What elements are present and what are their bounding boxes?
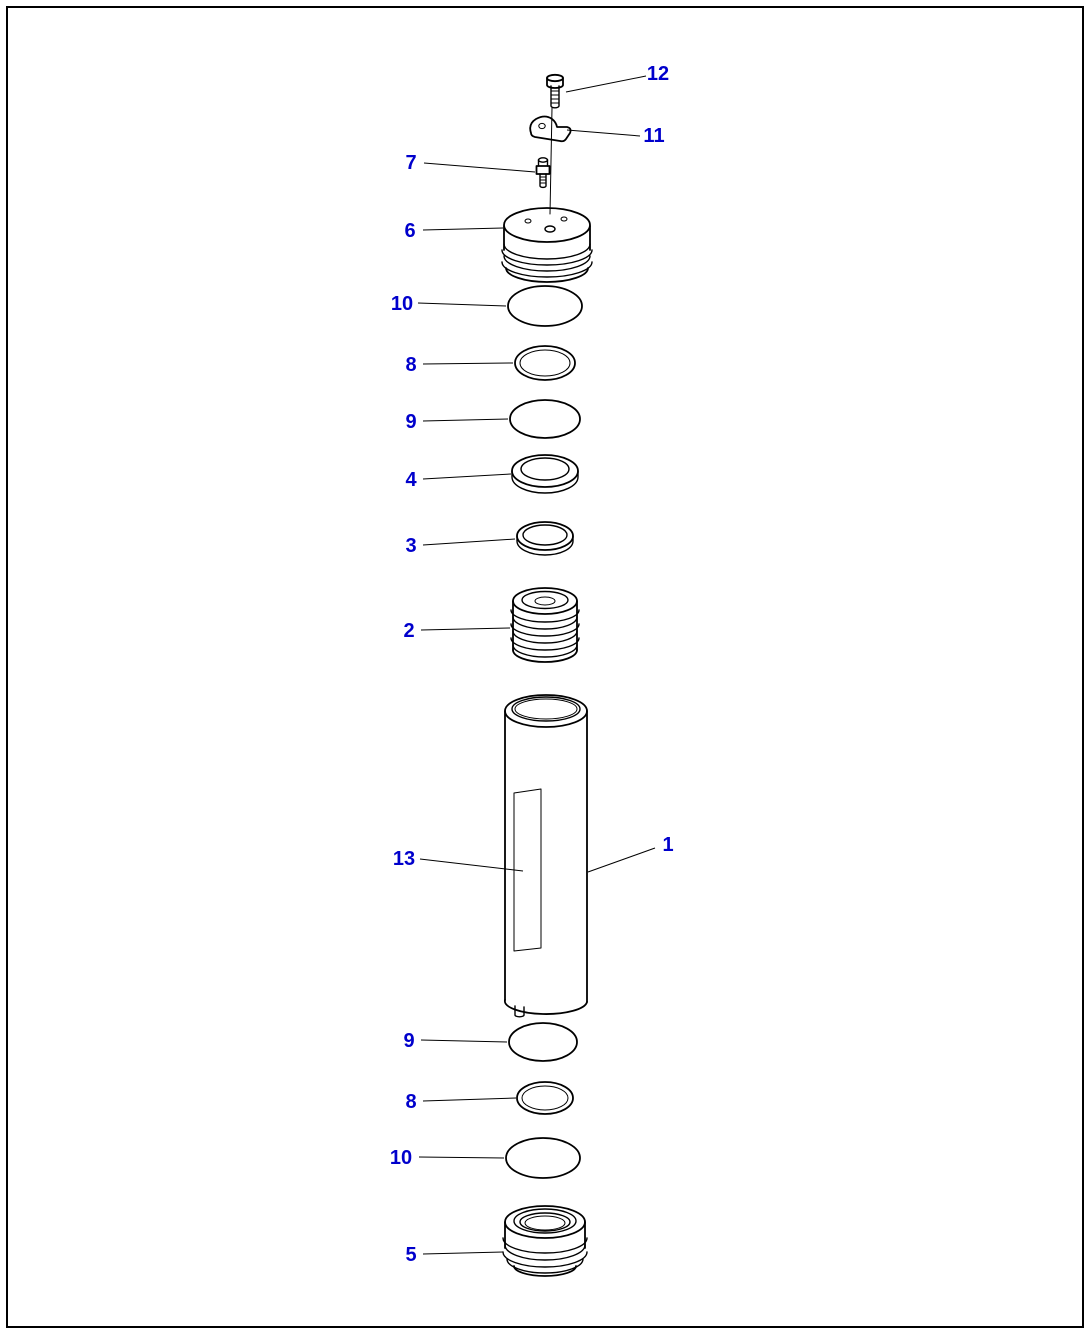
callout-label-1[interactable]: 1 <box>662 834 673 856</box>
part-bottom-cap <box>502 1205 588 1277</box>
callout-5: 5 <box>405 1244 504 1266</box>
page-border <box>6 6 1084 1328</box>
callout-label-13[interactable]: 13 <box>393 848 415 870</box>
part-seal-ring-top <box>509 399 581 439</box>
callout-12: 12 <box>565 63 669 93</box>
callout-10-top: 10 <box>391 293 507 315</box>
callout-8-top: 8 <box>405 354 514 376</box>
callout-label-6[interactable]: 6 <box>404 220 415 242</box>
part-fitting-valve <box>535 157 551 189</box>
callout-label-2[interactable]: 2 <box>403 620 414 642</box>
part-ring-3 <box>516 521 574 556</box>
callout-label-5[interactable]: 5 <box>405 1244 416 1266</box>
callout-9-bottom: 9 <box>403 1030 508 1052</box>
callout-label-12[interactable]: 12 <box>647 63 669 85</box>
callout-3: 3 <box>405 535 516 557</box>
callout-label-7[interactable]: 7 <box>405 152 416 174</box>
callout-label-8-top[interactable]: 8 <box>405 354 416 376</box>
part-seal-ring-bottom <box>508 1022 578 1062</box>
callout-10-bottom: 10 <box>390 1147 505 1169</box>
callout-label-8-bottom[interactable]: 8 <box>405 1091 416 1113</box>
callout-1: 1 <box>587 834 674 873</box>
part-backup-ring-top <box>514 345 576 381</box>
callout-label-3[interactable]: 3 <box>405 535 416 557</box>
callout-6: 6 <box>404 220 504 242</box>
callout-8-bottom: 8 <box>405 1091 517 1113</box>
callout-11: 11 <box>566 125 665 147</box>
part-screw <box>546 73 564 109</box>
part-cylinder-body <box>504 694 588 1018</box>
part-clamp <box>529 115 572 143</box>
part-head-cap <box>501 207 593 283</box>
callout-label-9-bottom[interactable]: 9 <box>403 1030 414 1052</box>
part-o-ring-bottom <box>505 1137 581 1179</box>
part-backup-ring-bottom <box>516 1081 574 1115</box>
callout-13: 13 <box>393 848 524 872</box>
callout-label-4[interactable]: 4 <box>405 469 417 491</box>
callout-9-top: 9 <box>405 411 509 433</box>
callout-label-11[interactable]: 11 <box>643 125 664 147</box>
callout-label-10-top[interactable]: 10 <box>391 293 413 315</box>
callout-label-9-top[interactable]: 9 <box>405 411 416 433</box>
part-ring-4 <box>511 454 579 494</box>
callout-7: 7 <box>405 152 536 174</box>
part-piston <box>510 587 580 663</box>
part-o-ring-top <box>507 285 583 327</box>
assembly-axis-line <box>549 107 553 215</box>
callout-4: 4 <box>405 469 512 491</box>
callout-2: 2 <box>403 620 511 642</box>
callout-label-10-bottom[interactable]: 10 <box>390 1147 412 1169</box>
